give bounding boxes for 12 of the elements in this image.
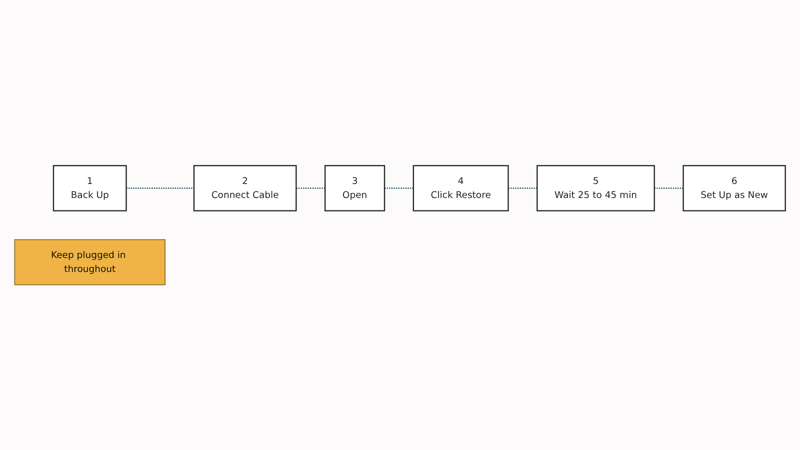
node-box: 4 Click Restore — [412, 164, 509, 212]
connector — [508, 187, 538, 189]
node-box: Keep plugged in throughout — [14, 239, 166, 285]
connector — [384, 187, 414, 189]
node-box: 2 Connect Cable — [193, 164, 297, 212]
connector — [126, 187, 194, 189]
node-box: 5 Wait 25 to 45 min — [536, 164, 655, 212]
node-box: 1 Back Up — [52, 164, 127, 212]
connector — [654, 187, 684, 189]
connector — [296, 187, 326, 189]
node-box: 6 Set Up as New — [682, 164, 786, 212]
node-box: 3 Open — [324, 164, 386, 212]
